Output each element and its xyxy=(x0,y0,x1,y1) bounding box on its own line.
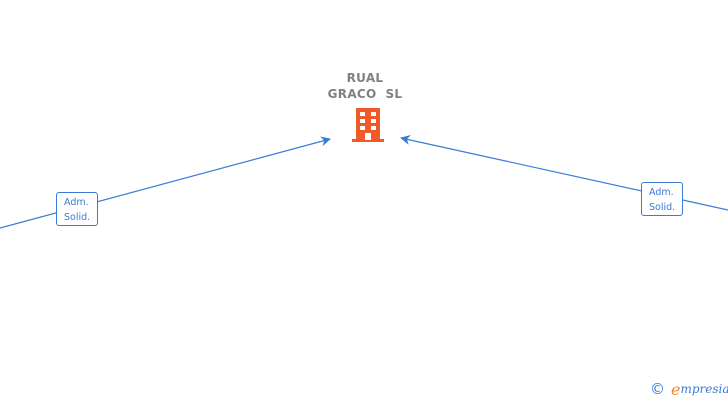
company-name-line1: RUAL xyxy=(346,71,384,85)
edge-label-left-line1: Adm. xyxy=(64,197,89,208)
edge-label-right-line2: Solid. xyxy=(649,202,676,213)
building-icon[interactable] xyxy=(352,108,384,142)
edge-label-right-line1: Adm. xyxy=(649,187,674,198)
edge-label-left: Adm. Solid. xyxy=(56,192,98,226)
brand-name-rest: mpresia xyxy=(680,382,728,396)
copyright-icon: © xyxy=(650,380,665,398)
empresia-logo[interactable]: © e mpresia xyxy=(650,378,728,400)
brand-first-letter: e xyxy=(671,379,681,399)
edge-label-right: Adm. Solid. xyxy=(641,182,683,216)
edge-label-left-line2: Solid. xyxy=(64,212,91,223)
company-name-line2: GRACO SL xyxy=(327,87,403,101)
edge-line-left xyxy=(0,136,331,229)
